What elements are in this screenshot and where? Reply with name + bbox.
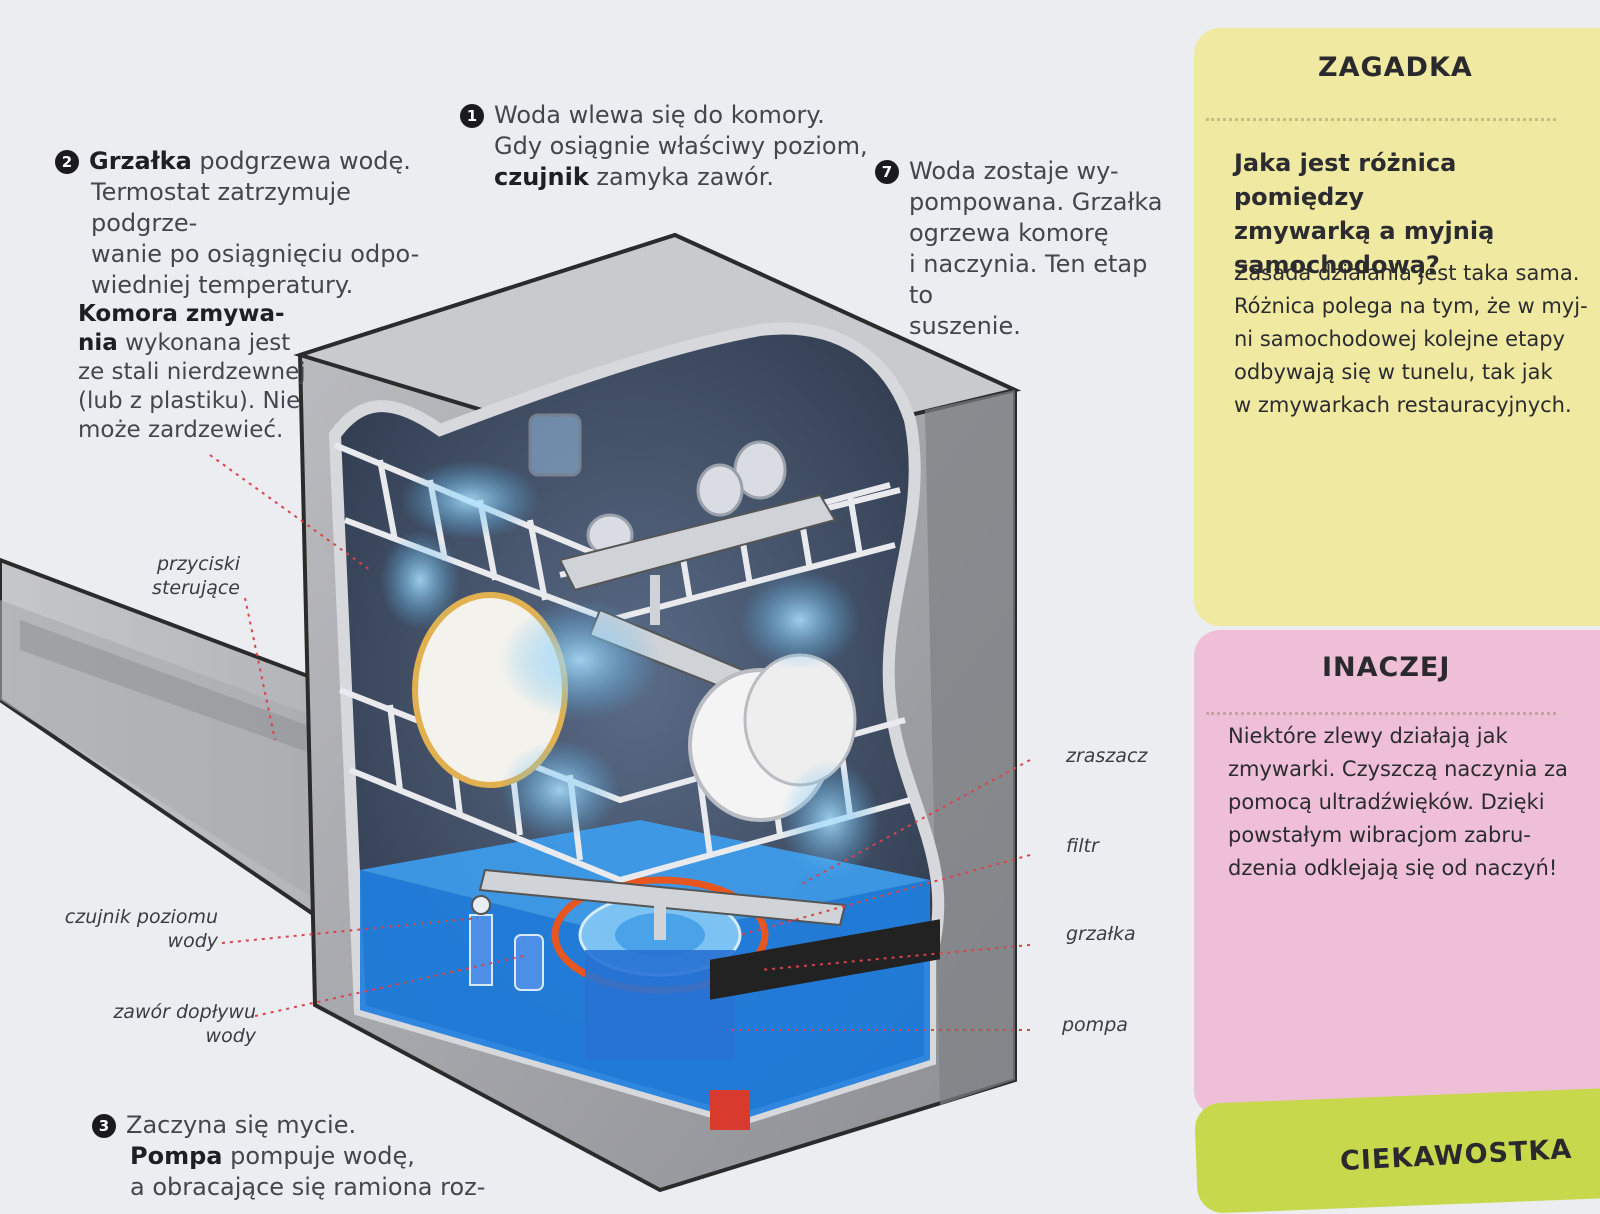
label-sprayer: zraszacz [1066, 745, 1148, 767]
inaczej-title: INACZEJ [1322, 652, 1451, 683]
inaczej-panel [1194, 630, 1600, 1116]
label-pump: pompa [1062, 1014, 1128, 1036]
zagadka-question: Jaka jest różnica pomiędzy zmywarką a my… [1234, 149, 1495, 279]
step-number-3: 3 [92, 1114, 116, 1138]
label-inlet-valve: zawór dopływu wody [113, 1001, 256, 1047]
label-level-sensor: czujnik poziomu wody [64, 906, 218, 952]
water-sprays [380, 460, 880, 880]
inaczej-text: Niektóre zlewy działają jak zmywarki. Cz… [1228, 724, 1568, 880]
label-heater: grzałka [1066, 923, 1136, 945]
label-buttons: przyciski sterujące [152, 553, 240, 599]
leader-lines [209, 454, 1031, 1031]
level-sensor-body [469, 914, 493, 986]
zagadka-panel [1194, 28, 1600, 626]
upper-spray-arm [558, 493, 837, 592]
step-number-1: 1 [460, 104, 484, 128]
step-number-7: 7 [875, 160, 899, 184]
label-filter: filtr [1066, 835, 1099, 857]
inlet-valve-body [514, 934, 544, 991]
chamber-note: Komora zmywa- nia wykonana jest ze stali… [78, 301, 306, 443]
step-number-2: 2 [55, 150, 79, 174]
zagadka-answer: Zasada działania jest taka sama. Różnica… [1234, 261, 1588, 417]
zagadka-title: ZAGADKA [1318, 52, 1473, 83]
cups [528, 413, 787, 557]
